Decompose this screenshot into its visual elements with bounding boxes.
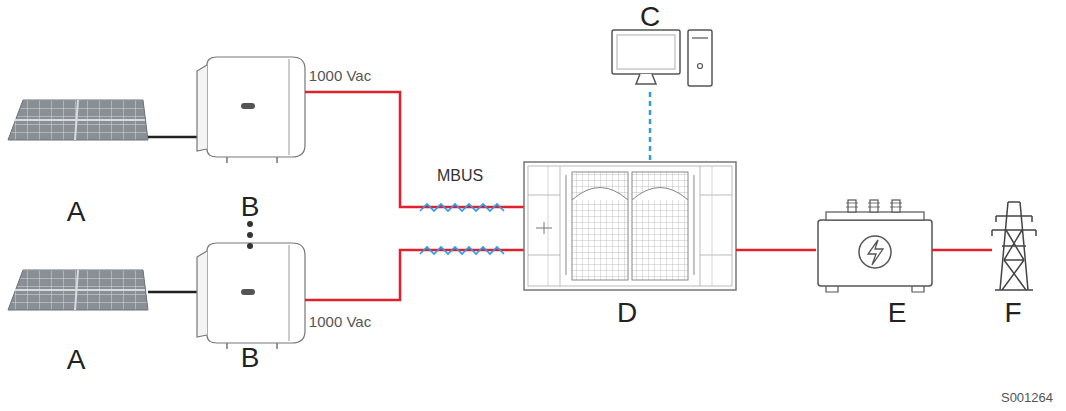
ac-cable [305, 92, 524, 207]
transformer [818, 200, 932, 292]
ellipsis-dot [247, 232, 253, 238]
inverter [197, 57, 305, 163]
callout-letter: A [67, 345, 86, 376]
solar-panel [8, 270, 148, 310]
dc-cable [148, 136, 200, 139]
ac-cable [932, 249, 992, 252]
dc-cable [148, 291, 200, 294]
ellipsis-dot [247, 221, 253, 227]
solar-panel [8, 100, 148, 140]
ac-cable [736, 249, 816, 252]
voltage-label: 1000 Vac [309, 314, 371, 331]
callout-letter: E [888, 298, 907, 329]
ac-cable [305, 250, 524, 300]
figure-number: S001264 [1001, 391, 1053, 405]
mbus-signal [420, 204, 504, 211]
voltage-label: 1000 Vac [309, 68, 371, 85]
callout-letter: F [1004, 298, 1021, 329]
inverter [197, 243, 305, 349]
callout-letter: B [241, 192, 260, 223]
callout-letter: D [617, 298, 637, 329]
callout-letter: B [241, 343, 260, 374]
computer [612, 30, 712, 86]
callout-letter: C [640, 2, 660, 33]
ellipsis-dot [247, 243, 253, 249]
container [524, 162, 736, 290]
communication-link [649, 92, 652, 162]
mbus-signal [420, 247, 504, 254]
bus-label: MBUS [437, 167, 483, 185]
transmission-tower [992, 202, 1036, 290]
callout-letter: A [67, 197, 86, 228]
